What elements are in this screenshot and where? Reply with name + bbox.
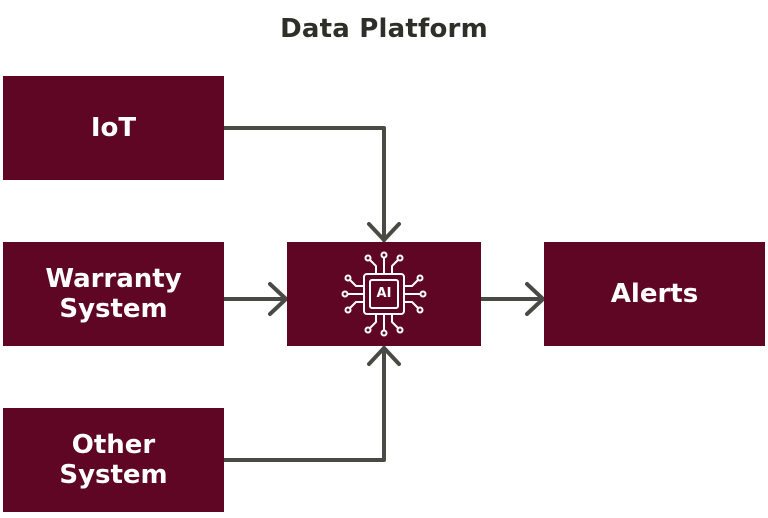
diagram-title: Data Platform [280, 14, 488, 44]
ai-chip-label: AI [376, 286, 392, 301]
output-alerts-label: Alerts [610, 279, 699, 309]
warranty-label-line2: System [59, 294, 168, 324]
arrow-other-to-ai [222, 346, 386, 462]
arrowhead-other [367, 346, 401, 366]
arrow-iot-to-ai [222, 126, 386, 242]
source-warranty-system: Warranty System [3, 242, 224, 346]
other-label-line1: Other [71, 430, 156, 460]
source-other-system: Other System [3, 408, 224, 512]
source-iot: IoT [3, 76, 224, 180]
arrowhead-alerts [525, 282, 545, 316]
warranty-label-line1: Warranty [45, 264, 182, 294]
output-alerts: Alerts [544, 242, 765, 346]
arrowhead-warranty [268, 282, 288, 316]
source-iot-label: IoT [90, 113, 137, 143]
other-label-line2: System [59, 460, 168, 490]
arrowhead-iot [367, 222, 401, 242]
ai-processor: AI [287, 242, 481, 346]
ai-chip-icon: AI [340, 250, 428, 338]
